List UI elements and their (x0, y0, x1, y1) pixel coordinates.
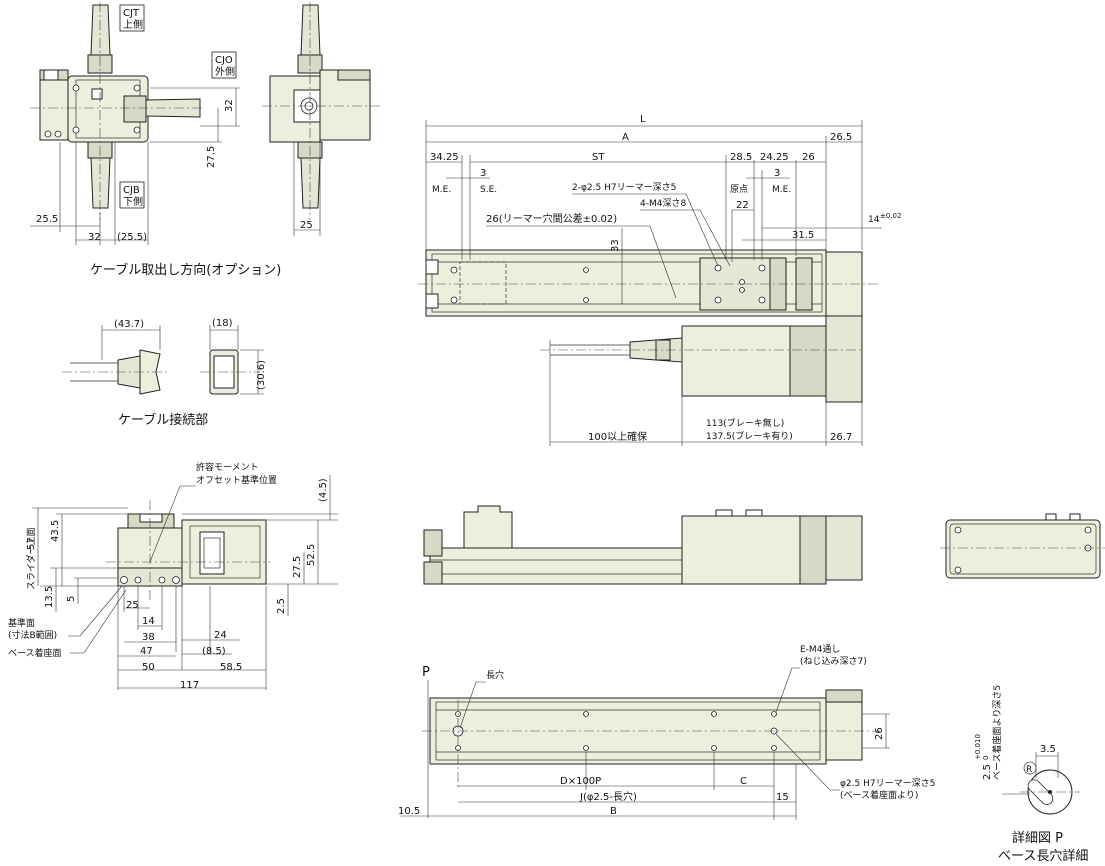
section-view: 許容モーメント オフセット基準位置 (4.5) 52.5 27.5 2.5 57… (8, 461, 338, 691)
dim-sec-27-5: 27.5 (292, 556, 303, 578)
lbl-moment-1: 許容モーメント (196, 461, 259, 473)
dim-top-22: 22 (736, 200, 749, 211)
dim-sec-52-5: 52.5 (306, 544, 317, 566)
dim-top-33: 33 (610, 239, 621, 252)
top-view: L A 26.5 34.25 ST 28.5 24.25 26 3 3 M.E.… (418, 114, 901, 446)
dim-bot-15: 15 (776, 792, 789, 803)
dim-top-14: 14 (868, 215, 880, 225)
detail-p: ベース着座面より深さ5 2.5 +0.010 0 3.5 R (974, 685, 1080, 815)
dim-det-3-5: 3.5 (1040, 744, 1056, 755)
dim-sec-43-5: 43.5 (50, 520, 61, 542)
dim-top-26-7: 26.7 (830, 432, 852, 443)
opt-cjt-a: CJT (123, 8, 140, 19)
lbl-P: P (422, 665, 430, 680)
dim-top-137: 137.5(ブレーキ有り) (706, 430, 793, 442)
dim-top-24-25: 24.25 (760, 152, 789, 163)
cable-option-front-view: CJT 上側 CJO 外側 CJB 下側 32 27.5 25.5 32 (25… (30, 2, 240, 245)
lbl-ref-1: 基準面 (8, 617, 35, 629)
lbl-pin-1: φ2.5 H7リーマー深さ5 (840, 778, 935, 789)
dim-sec-4-5: (4.5) (318, 478, 329, 502)
lbl-base-seat: ベース着座面 (8, 647, 62, 659)
lbl-slot: 長穴 (486, 669, 504, 681)
dim-opt-27-5: 27.5 (206, 146, 217, 168)
lbl-origin: 原点 (730, 184, 748, 195)
lbl-reamer: 2-φ2.5 H7リーマー深さ5 (572, 182, 676, 193)
caption-detail-p: 詳細図 P (1012, 830, 1063, 846)
caption-cable-connection: ケーブル接続部 (118, 412, 208, 428)
dim-conn-18: (18) (212, 318, 233, 329)
lbl-m4: 4-M4深さ8 (640, 198, 686, 209)
cable-connection-view: (43.7) (18) (30.6) (62, 318, 267, 395)
dim-opt-32h: 32 (88, 232, 101, 243)
opt-cjb-b: 下側 (123, 195, 143, 208)
dim-top-3a: 3 (480, 168, 486, 179)
opt-cjo-b: 外側 (215, 65, 235, 78)
dim-top-14-tol: ±0.02 (880, 212, 901, 220)
dim-top-26: 26 (802, 152, 815, 163)
dim-top-31-5: 31.5 (792, 230, 814, 241)
opt-cjt-b: 上側 (123, 18, 143, 31)
dim-top-3b: 3 (774, 168, 780, 179)
dim-conn-30-6: (30.6) (256, 360, 267, 390)
dim-bot-B: B (610, 806, 617, 817)
dim-bot-D: D×100P (560, 776, 601, 787)
dim-top-34-25: 34.25 (430, 152, 459, 163)
dim-sec-2-5: 2.5 (276, 598, 287, 614)
lbl-ref-2: (寸法B範囲) (8, 629, 57, 641)
dim-sec-13-5: 13.5 (44, 586, 55, 608)
lbl-moment-2: オフセット基準位置 (196, 474, 277, 486)
dim-top-28-5: 28.5 (730, 152, 752, 163)
dim-bot-10-5: 10.5 (398, 806, 420, 817)
dim-sec-8-5: (8.5) (202, 646, 226, 657)
dim-opt-32v: 32 (224, 99, 235, 112)
dim-sec-38: 38 (142, 632, 155, 643)
dim-sec-14: 14 (142, 616, 155, 627)
dim-top-26-5: 26.5 (830, 132, 852, 143)
lbl-me-2: M.E. (772, 185, 791, 195)
dim-opt-25: 25 (300, 220, 313, 231)
dim-top-ST: ST (592, 152, 605, 163)
lbl-pin-2: (ベース着座面より) (840, 789, 918, 801)
side-view (423, 505, 863, 585)
lbl-reamer-tol: 26(リーマー穴間公差±0.02) (486, 212, 617, 225)
dim-det-tol-lo: 0 (982, 756, 990, 760)
dim-det-2-5: 2.5 (982, 764, 993, 780)
dim-sec-57: 57 (26, 537, 37, 550)
dim-sec-25: 25 (126, 600, 139, 611)
bottom-view: P 長穴 E-M4通し (ねじ込み深さ7) 26 D×100P C J(φ2.5… (398, 644, 935, 820)
dim-top-100: 100以上確保 (588, 430, 647, 443)
dim-sec-50: 50 (142, 662, 155, 673)
end-view (940, 513, 1105, 579)
dim-det-tol-up: +0.010 (974, 734, 982, 760)
dim-bot-26: 26 (874, 727, 885, 740)
lbl-slider-top: スライダー上面 (25, 527, 37, 590)
lbl-se: S.E. (480, 185, 497, 195)
dim-top-A: A (622, 132, 629, 143)
dim-opt-25-5p: (25.5) (117, 232, 147, 243)
opt-cjb-a: CJB (123, 185, 140, 196)
dim-conn-43-7: (43.7) (114, 319, 144, 330)
dim-bot-C: C (740, 776, 747, 787)
dim-bot-J: J(φ2.5-長穴) (579, 790, 637, 803)
lbl-det-R: R (1026, 765, 1032, 775)
dim-sec-47: 47 (140, 646, 153, 657)
dim-opt-25-5: 25.5 (36, 214, 58, 225)
caption-detail-p-sub: ベース長穴詳細 (998, 848, 1088, 864)
lbl-depth: ベース着座面より深さ5 (991, 685, 1003, 780)
lbl-em4-b: (ねじ込み深さ7) (800, 656, 867, 667)
dim-sec-5: 5 (66, 596, 77, 602)
dim-top-L: L (640, 114, 646, 125)
dim-top-113: 113(ブレーキ無し) (706, 417, 784, 429)
opt-cjo-a: CJO (215, 55, 233, 66)
cable-option-side-view: 25 (262, 2, 380, 236)
dim-sec-24: 24 (214, 630, 227, 641)
lbl-em4-a: E-M4通し (800, 644, 840, 655)
dim-sec-58-5: 58.5 (220, 662, 242, 673)
lbl-me-1: M.E. (432, 185, 451, 195)
caption-cable-direction: ケーブル取出し方向(オプション) (90, 262, 281, 278)
dim-sec-117: 117 (180, 680, 199, 691)
